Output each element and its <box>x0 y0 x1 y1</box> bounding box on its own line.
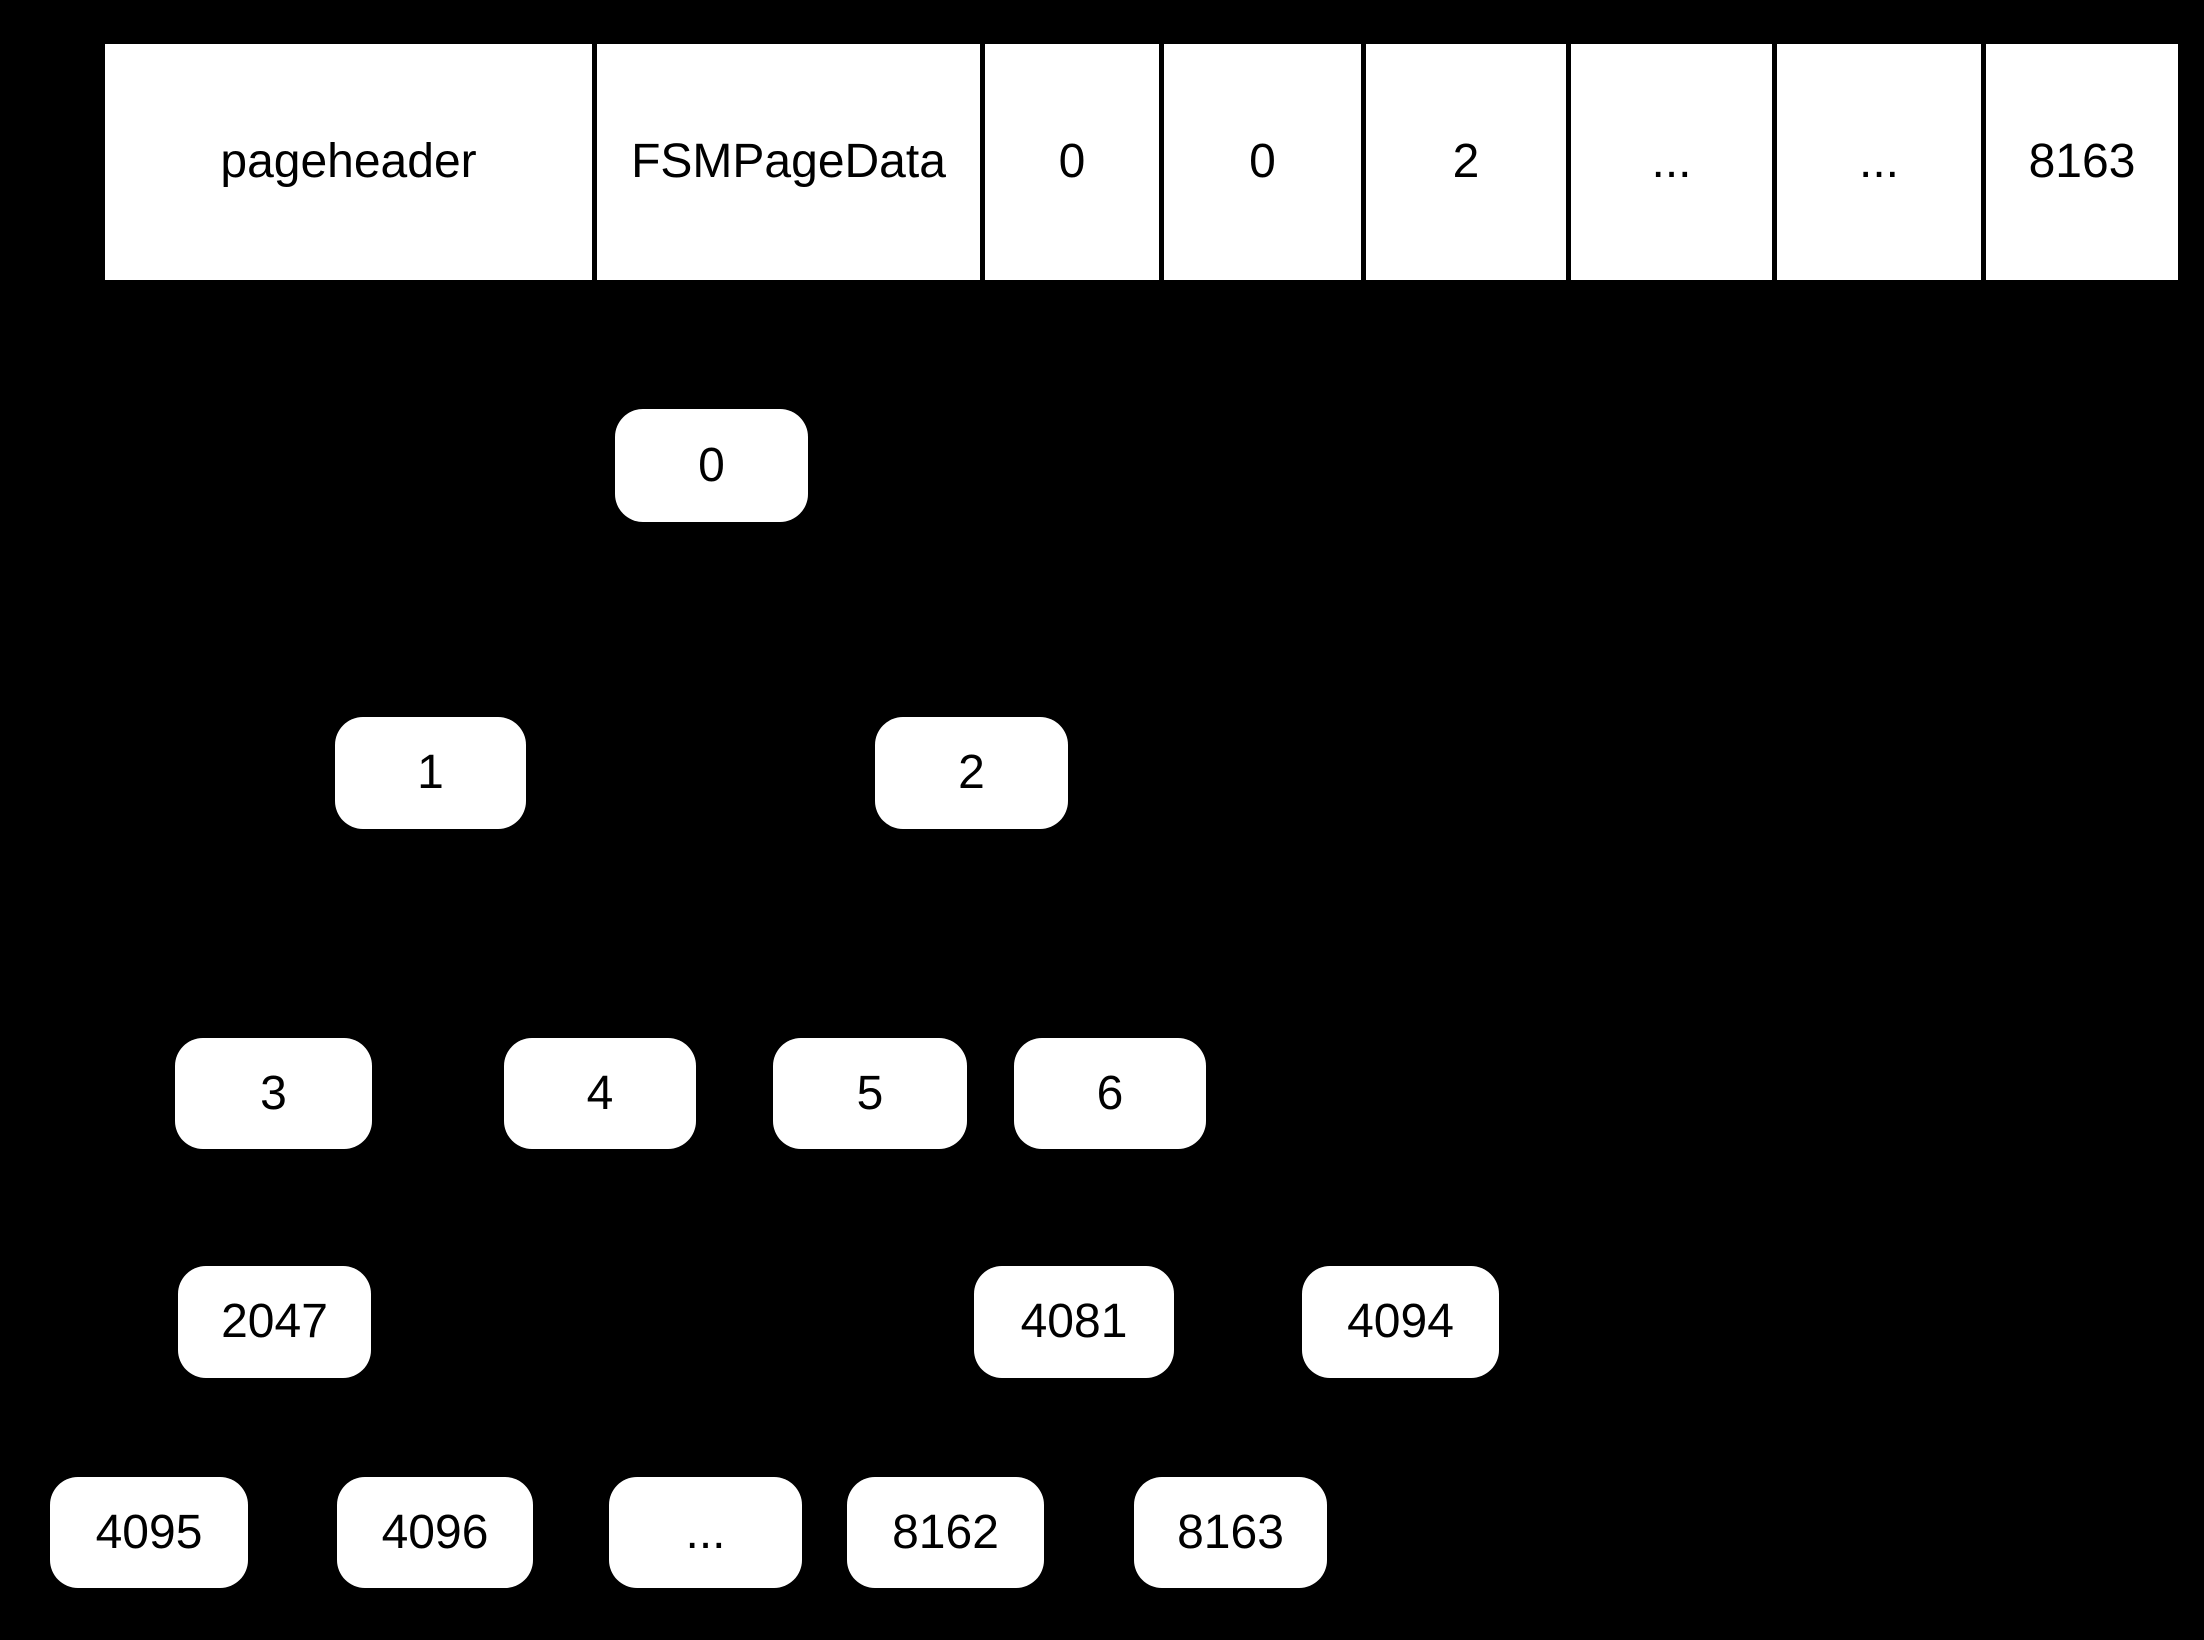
table-cell-fsmpagedata: FSMPageData <box>592 44 980 280</box>
tree-node-2: 2 <box>875 717 1068 829</box>
tree-node-8162: 8162 <box>847 1477 1044 1588</box>
tree-node-ellipsis: ... <box>609 1477 802 1588</box>
tree-node-1: 1 <box>335 717 526 829</box>
tree-node-0: 0 <box>615 409 808 522</box>
table-cell-ellipsis-2: ... <box>1772 44 1981 280</box>
tree-node-3: 3 <box>175 1038 372 1149</box>
table-cell-value-8163: 8163 <box>1981 44 2178 280</box>
tree-node-4095: 4095 <box>50 1477 248 1588</box>
table-cell-value-2: 2 <box>1361 44 1566 280</box>
tree-node-4094: 4094 <box>1302 1266 1499 1378</box>
tree-node-4081: 4081 <box>974 1266 1174 1378</box>
fsm-page-table: pageheader FSMPageData 0 0 2 ... ... 816… <box>105 44 2178 280</box>
table-cell-value-0b: 0 <box>1159 44 1361 280</box>
tree-node-2047: 2047 <box>178 1266 371 1378</box>
tree-node-5: 5 <box>773 1038 967 1149</box>
table-cell-pageheader: pageheader <box>105 44 592 280</box>
tree-node-4096: 4096 <box>337 1477 533 1588</box>
tree-node-8163: 8163 <box>1134 1477 1327 1588</box>
tree-node-4: 4 <box>504 1038 696 1149</box>
tree-node-6: 6 <box>1014 1038 1206 1149</box>
table-cell-value-0a: 0 <box>980 44 1159 280</box>
table-cell-ellipsis-1: ... <box>1566 44 1772 280</box>
